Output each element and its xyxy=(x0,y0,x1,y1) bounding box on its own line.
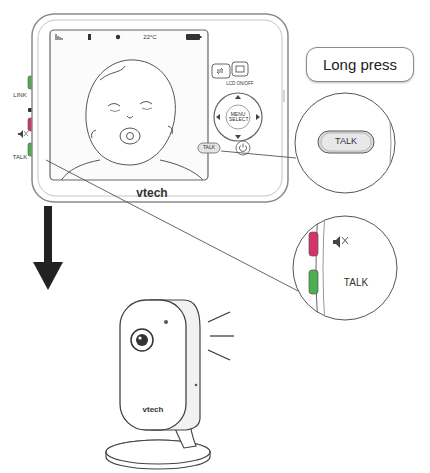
button-label: LINK xyxy=(13,92,26,98)
button-label: LCD ON/OFF xyxy=(226,82,253,87)
button-label: TALK xyxy=(203,145,215,150)
camera-illustration xyxy=(106,300,210,469)
button-label: TALK xyxy=(13,154,28,160)
temperature-readout: 22°C xyxy=(143,34,156,40)
brand-logo: vtech xyxy=(136,187,167,200)
monitor-body xyxy=(32,14,288,202)
callout-text: Long press xyxy=(323,56,397,73)
button-label: MENU SELECT xyxy=(229,112,247,123)
zoom-talk-button xyxy=(295,90,395,196)
sound-waves xyxy=(208,312,234,360)
button-label: TALK xyxy=(344,278,368,289)
down-arrow xyxy=(33,206,63,290)
callout-box: Long press xyxy=(306,47,414,82)
button-label: TALK xyxy=(335,137,357,146)
leader-lines xyxy=(46,151,300,292)
zoom-side-buttons xyxy=(293,210,397,326)
brand-logo: vtech xyxy=(143,406,164,414)
